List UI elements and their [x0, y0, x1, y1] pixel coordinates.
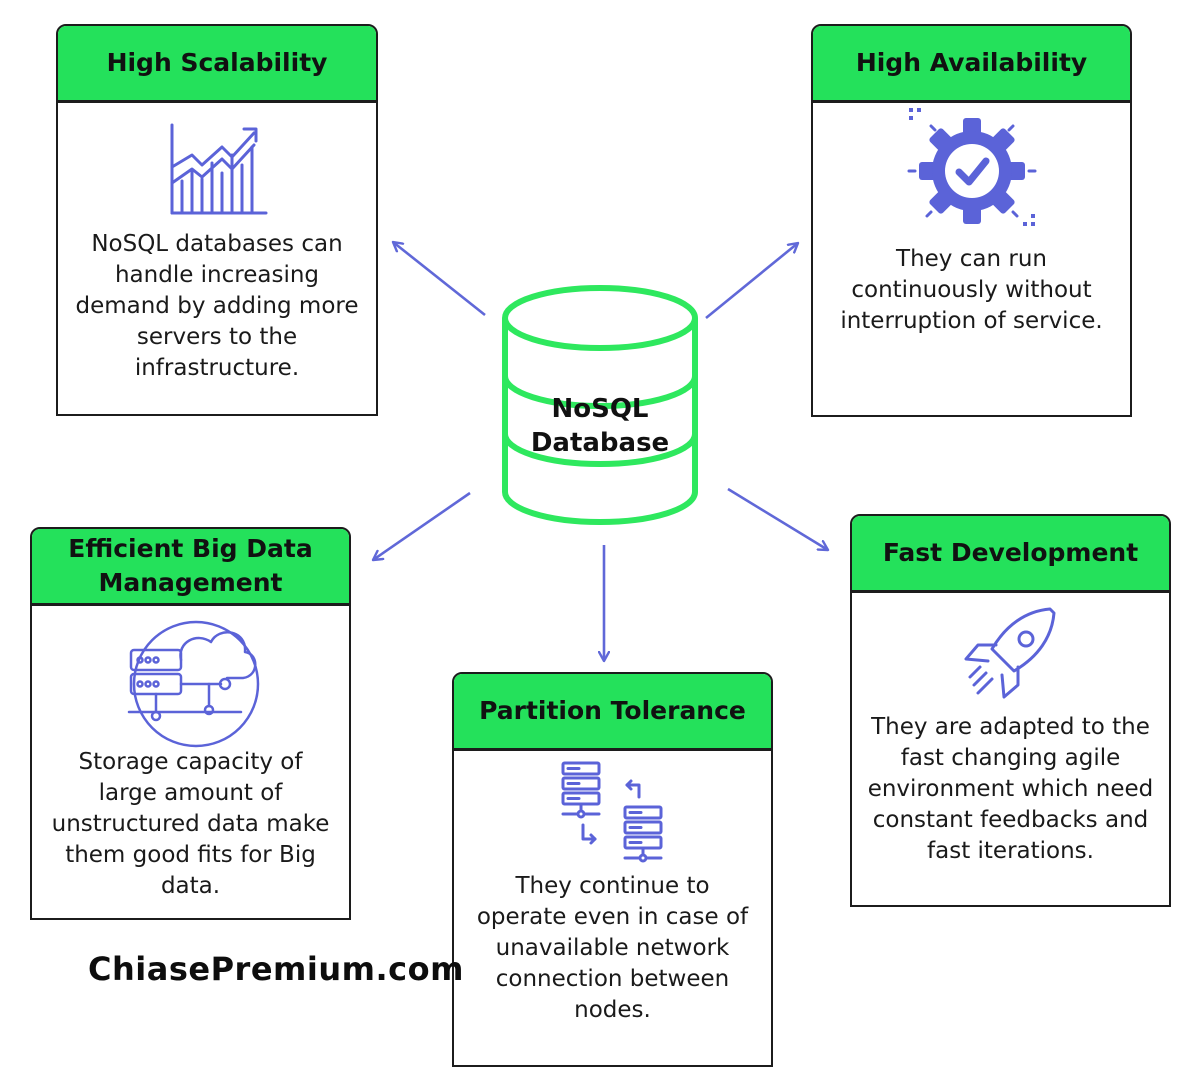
arrow-to-development [727, 487, 828, 550]
card-description: They are adapted to the fast changing ag… [867, 714, 1154, 864]
server-sync-icon [561, 761, 662, 863]
growth-chart-icon [170, 123, 268, 215]
arrow-to-bigdata [373, 491, 471, 560]
card-efficient-big-data-management: Efficient Big Data Management Storage ca… [30, 527, 351, 920]
card-title: Fast Development [852, 516, 1169, 593]
database-label: NoSQL Database [500, 392, 700, 460]
card-high-availability: High Availability They can run co [811, 24, 1132, 417]
card-high-scalability: High Scalability NoSQL databases can han… [56, 24, 378, 416]
card-description: They continue to operate even in case of… [476, 873, 749, 1023]
database-cylinder-icon [502, 285, 698, 525]
card-title: High Availability [813, 26, 1130, 103]
gear-check-icon [907, 108, 1036, 226]
database-label-line1: NoSQL [551, 394, 649, 424]
rocket-icon [964, 607, 1055, 699]
card-description: They can run continuously without interr… [840, 246, 1103, 334]
arrow-to-availability [705, 243, 798, 320]
card-fast-development: Fast Development They are adapted to the… [850, 514, 1171, 907]
card-title: Efficient Big Data Management [32, 529, 349, 606]
card-description: NoSQL databases can handle increasing de… [75, 231, 359, 381]
card-title: Partition Tolerance [454, 674, 771, 751]
arrow-to-scalability [393, 242, 486, 317]
card-title: High Scalability [58, 26, 376, 103]
card-partition-tolerance: Partition Tolerance They continue to ope… [452, 672, 773, 1067]
cloud-server-icon [127, 620, 259, 748]
database-label-line2: Database [530, 428, 670, 458]
watermark-text: ChiasePremium.com [88, 950, 464, 988]
card-description: Storage capacity of large amount of unst… [51, 749, 330, 899]
